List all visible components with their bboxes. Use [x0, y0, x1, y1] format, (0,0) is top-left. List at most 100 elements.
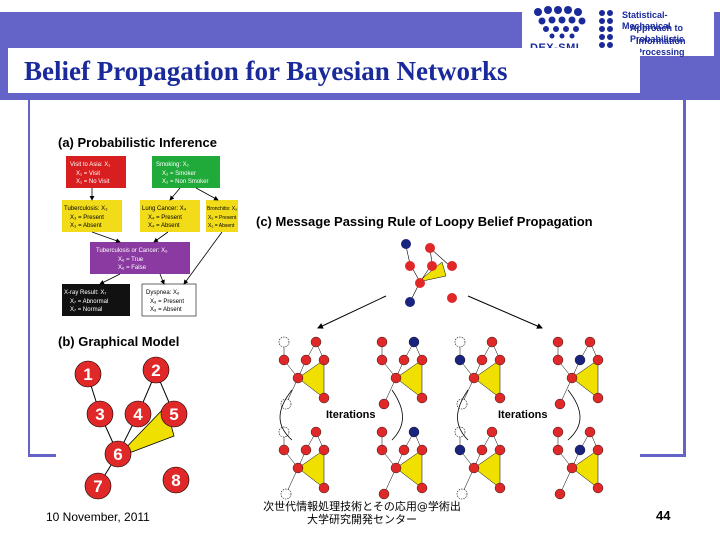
mini-node	[280, 398, 292, 410]
mini-node	[390, 372, 402, 384]
mini-node	[398, 354, 410, 366]
box-dysp-head: Dyspnea: X₈	[146, 290, 180, 296]
logo: DEX-SMI Statistical-Mechanical Approach …	[522, 4, 714, 57]
mini-node	[552, 336, 564, 348]
panel-c-title: (c) Message Passing Rule of Loopy Belief…	[256, 214, 593, 229]
title-box: Belief Propagation for Bayesian Networks	[8, 48, 640, 96]
mini-node	[278, 336, 290, 348]
logo-line-2: Approach to Probabilistic	[630, 23, 685, 44]
box-dyspnea: Dyspnea: X₈ X₈ = Present X₈ = Absent	[141, 283, 197, 317]
mini-node	[390, 462, 402, 474]
box-bronch-head: Bronchitis: X₅	[207, 206, 237, 212]
mini-node	[310, 426, 322, 438]
slide-title: Belief Propagation for Bayesian Networks	[24, 56, 508, 86]
mini-graph-4	[552, 336, 604, 410]
logo-line-1: Statistical-Mechanical	[622, 10, 671, 31]
footer-center-line-2: 大学研究開発センター	[307, 513, 417, 526]
box-dysp-l1: X₈ = Present	[150, 299, 184, 305]
box-tb-head: Tuberculosis: X₃	[64, 206, 108, 212]
box-smoking-l2: X₂ = Non Smoker	[162, 179, 209, 185]
mini-node	[552, 354, 564, 366]
mini-node	[476, 444, 488, 456]
graph-label-1: 1	[83, 365, 92, 384]
iterations-label-left: Iterations	[326, 409, 376, 421]
mini-node	[416, 482, 428, 494]
mini-factor-triangle	[473, 449, 501, 489]
mini-node	[486, 336, 498, 348]
mini-node	[454, 426, 466, 438]
panel-a-title: (a) Probabilistic Inference	[58, 135, 217, 150]
graph-node-4	[124, 400, 152, 428]
mini-node	[454, 444, 466, 456]
mini-node	[398, 444, 410, 456]
graph-label-2: 2	[151, 361, 160, 380]
mini-node	[416, 392, 428, 404]
box-xray-l2: X₇ = Normal	[70, 307, 102, 313]
mini-node	[376, 426, 388, 438]
frame-right	[683, 96, 686, 456]
graph-node-labels: 1 2 3 4 5 6 7 8	[83, 361, 180, 496]
mini-node	[318, 354, 330, 366]
mini-factor-triangle	[395, 449, 423, 489]
box-bronch-l2: X₅ = Absent	[208, 223, 235, 229]
box-visit: Visit to Asia: X₁ X₁ = Visit X₁ = No Vis…	[66, 156, 126, 188]
mini-node	[278, 354, 290, 366]
mini-node	[376, 354, 388, 366]
message-passing-grid	[278, 336, 604, 500]
mini-factor-triangle	[297, 359, 325, 399]
mini-node	[318, 482, 330, 494]
mini-graph-7	[454, 426, 506, 500]
box-xray-l1: X₇ = Abnormal	[70, 299, 108, 305]
mini-node	[468, 372, 480, 384]
mini-factor-triangle	[473, 359, 501, 399]
graph-node-7	[84, 472, 112, 500]
box-smoking: Smoking: X₂ X₂ = Smoker X₂ = Non Smoker	[152, 156, 220, 188]
box-tbc-head: Tuberculosis or Cancer: X₆	[96, 248, 168, 254]
graph-label-7: 7	[93, 477, 102, 496]
mini-node	[552, 426, 564, 438]
smapip-logo-icon	[599, 10, 613, 48]
branch-arrows	[317, 295, 543, 329]
mini-node	[494, 392, 506, 404]
mini-factor-triangle	[571, 359, 599, 399]
mini-node	[574, 354, 586, 366]
mini-node	[574, 444, 586, 456]
logo-line-3: Information Processing	[636, 36, 686, 57]
mini-factor-triangle	[571, 449, 599, 489]
dex-smi-logo-icon	[534, 6, 586, 39]
mini-factor-triangle	[297, 449, 325, 489]
footer-date: 10 November, 2011	[46, 510, 150, 524]
box-dysp-l2: X₈ = Absent	[150, 307, 182, 313]
mini-node	[454, 336, 466, 348]
mini-node	[376, 444, 388, 456]
footer-center: 次世代情報処理技術とその応用@学術出 大学研究開発センター	[250, 500, 474, 526]
mini-graph-3	[454, 336, 506, 410]
graph-label-6: 6	[113, 445, 122, 464]
mini-node	[584, 426, 596, 438]
iteration-arrows	[279, 389, 581, 441]
box-tb-l2: X₃ = Absent	[70, 223, 102, 229]
box-visit-l2: X₁ = No Visit	[76, 179, 110, 185]
mini-node	[378, 488, 390, 500]
iterations-label-right: Iterations	[498, 409, 548, 421]
box-tuberculosis: Tuberculosis: X₃ X₃ = Present X₃ = Absen…	[62, 200, 122, 232]
mini-graph-6	[376, 426, 428, 500]
graph-nodes	[74, 356, 190, 500]
box-tb-l1: X₃ = Present	[70, 215, 104, 221]
mini-node	[566, 462, 578, 474]
mini-node	[592, 354, 604, 366]
figure-svg: (a) Probabilistic Inference Visit to Asi…	[58, 135, 604, 500]
mini-node	[552, 444, 564, 456]
box-lung-head: Lung Cancer: X₄	[142, 206, 187, 212]
footer-center-line-1: 次世代情報処理技術とその応用@学術出	[263, 500, 461, 513]
mini-node	[376, 336, 388, 348]
frame-left	[28, 96, 30, 456]
box-lung-l1: X₄ = Present	[148, 215, 182, 221]
figure: (a) Probabilistic Inference Visit to Asi…	[56, 128, 640, 502]
graph-label-8: 8	[171, 471, 180, 490]
panel-a-arrows	[89, 187, 223, 285]
graphical-model: 1 2 3 4 5 6 7 8	[74, 356, 190, 500]
box-tbc-l1: X₆ = True	[118, 257, 144, 263]
graph-node-1	[74, 360, 102, 388]
graph-label-3: 3	[95, 405, 104, 424]
